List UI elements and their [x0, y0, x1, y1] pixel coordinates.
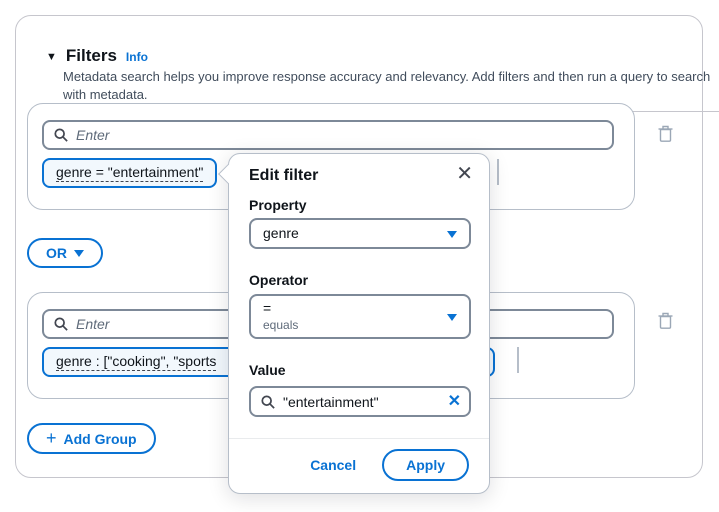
info-link[interactable]: Info: [125, 50, 148, 64]
popover-footer-divider: [229, 438, 489, 439]
filter-search-input-1[interactable]: [76, 127, 602, 143]
edit-filter-popover: Edit filter ✕ Property genre Operator = …: [218, 153, 490, 494]
property-label: Property: [249, 197, 307, 213]
clear-value-button[interactable]: ✕: [447, 392, 461, 410]
trash-icon: [658, 125, 673, 142]
filter-token-text: genre = "entertainment": [56, 164, 204, 182]
operator-label: Operator: [249, 272, 309, 288]
property-select[interactable]: genre: [249, 218, 471, 249]
popover-title: Edit filter: [249, 167, 319, 184]
search-icon: [54, 128, 68, 142]
operator-select[interactable]: = equals: [249, 294, 471, 339]
plus-icon: +: [46, 427, 57, 448]
clear-icon: ✕: [447, 392, 461, 410]
search-icon: [261, 394, 275, 409]
property-selected-value: genre: [263, 224, 299, 241]
filter-token-text: genre : ["cooking", "sports: [56, 353, 217, 371]
value-label: Value: [249, 362, 286, 378]
section-header: ▼ Filters Info: [46, 46, 148, 66]
operator-selected-value: =: [263, 300, 272, 317]
caret-down-icon: [74, 249, 84, 257]
token-separator-1: [497, 159, 499, 185]
apply-button[interactable]: Apply: [382, 449, 469, 481]
trash-icon: [658, 312, 673, 329]
add-group-label: Add Group: [63, 430, 137, 447]
or-operator-button[interactable]: OR: [27, 238, 103, 268]
operator-selected-description: equals: [263, 317, 299, 332]
value-input[interactable]: [283, 393, 440, 410]
popover-close-button[interactable]: ✕: [452, 160, 477, 188]
add-group-button[interactable]: + Add Group: [27, 423, 156, 454]
cancel-button[interactable]: Cancel: [310, 457, 357, 473]
delete-group-button-2[interactable]: [658, 310, 676, 330]
popover-footer: Cancel Apply: [310, 449, 469, 481]
filter-search-box-1[interactable]: [42, 120, 614, 150]
filter-token-1[interactable]: genre = "entertainment": [42, 158, 218, 188]
token-separator-2: [517, 347, 519, 373]
delete-group-button-1[interactable]: [658, 123, 676, 143]
apply-label: Apply: [406, 457, 445, 473]
caret-down-icon: [447, 313, 457, 321]
value-input-box: ✕: [249, 386, 471, 417]
section-title[interactable]: Filters: [65, 46, 117, 65]
expand-caret-icon[interactable]: ▼: [46, 51, 57, 63]
or-label: OR: [46, 245, 67, 261]
section-description: Metadata search helps you improve respon…: [63, 69, 711, 103]
close-icon: ✕: [456, 163, 473, 185]
search-icon: [54, 317, 68, 331]
caret-down-icon: [447, 230, 457, 238]
